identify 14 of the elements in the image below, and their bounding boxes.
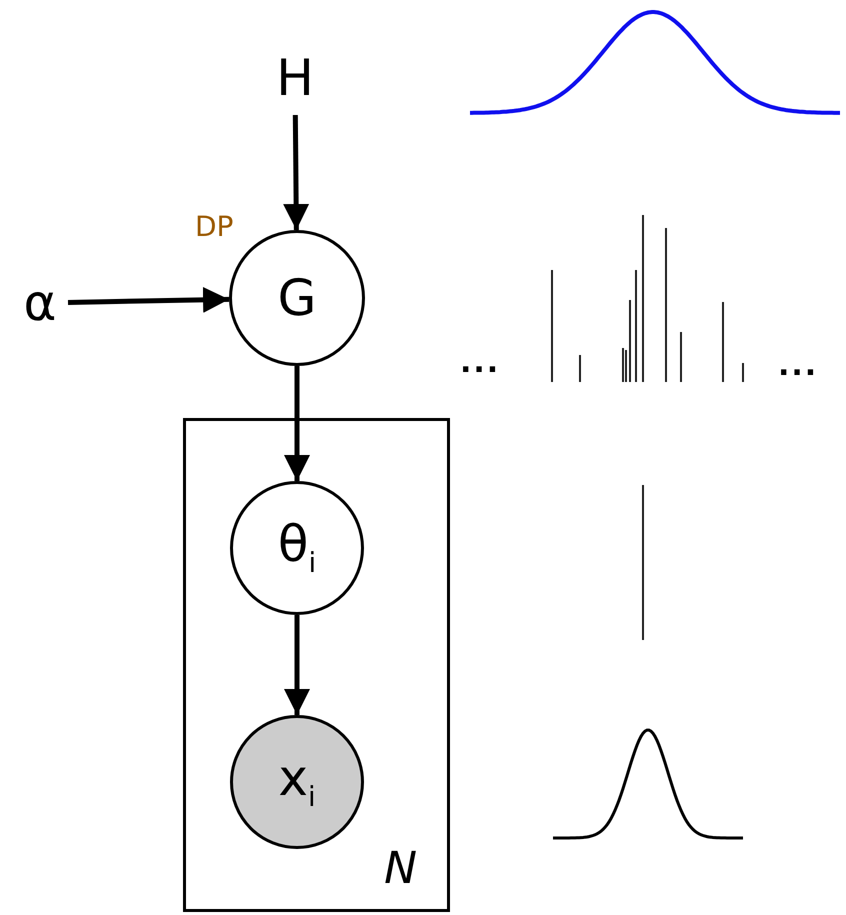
plate-label: N — [384, 843, 417, 894]
variable-label: x$_{i}$ — [278, 752, 316, 812]
variable-label: H — [265, 40, 325, 115]
arrow — [284, 615, 310, 715]
plate-box — [183, 418, 450, 912]
ellipsis-label: ... — [460, 345, 500, 380]
arrow — [68, 286, 230, 313]
arrow — [284, 366, 310, 481]
node-caption: DP — [195, 210, 234, 243]
arrow — [283, 114, 310, 230]
variable-label: G — [278, 273, 316, 323]
variable-label: θ$_{i}$ — [278, 518, 316, 578]
ellipsis-label: ... — [778, 348, 818, 383]
variable-label: α — [12, 272, 68, 334]
